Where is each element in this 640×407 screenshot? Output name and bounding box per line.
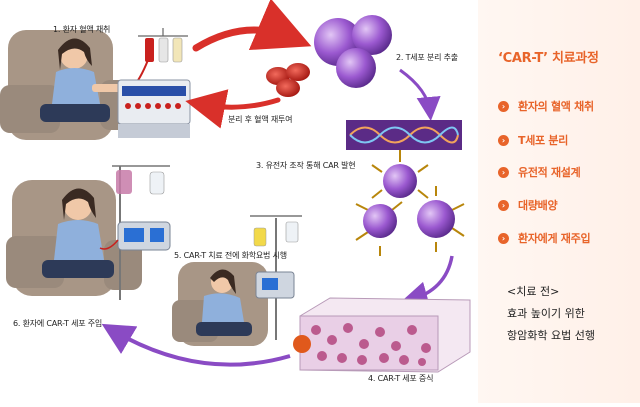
panel-item-label: 대량배양	[518, 199, 558, 212]
panel-item-label: 환자의 혈액 채취	[518, 100, 594, 113]
panel-item-label: T세포 분리	[518, 134, 569, 147]
arrow-to-t-cells	[192, 0, 312, 52]
note-line: 항암화학 요법 선행	[507, 329, 595, 342]
panel-title: ‘CAR-T’ 치료과정	[498, 51, 599, 66]
t-cell-cluster	[314, 15, 392, 88]
info-panel: ‘CAR-T’ 치료과정 › 환자의 혈액 채취 › T세포 분리 › 유전적 …	[478, 0, 640, 403]
chevron-right-icon: ›	[498, 199, 509, 211]
panel-item-t-cell-isolation: › T세포 분리	[498, 132, 568, 148]
arrow-to-expansion	[399, 255, 454, 309]
chevron-right-icon: ›	[498, 166, 509, 178]
step-label-infusion: 6. 환자에 CAR-T 세포 주입	[13, 319, 103, 328]
arrow-to-dna	[399, 68, 441, 121]
patient-blood-draw-illustration	[0, 28, 191, 140]
step-label-car-expression: 3. 유전자 조작 통해 CAR 발현	[256, 161, 356, 170]
step-label-chemotherapy: 5. CAR-T 치료 전에 화학요법 시행	[174, 251, 287, 260]
note-heading: <치료 전>	[507, 285, 560, 298]
chevron-right-icon: ›	[498, 100, 509, 112]
patient-chemotherapy-illustration	[172, 215, 302, 346]
arrow-to-infusion	[101, 323, 291, 367]
panel-item-label: 유전적 재설계	[518, 166, 581, 179]
red-blood-cells	[266, 63, 310, 97]
panel-item-blood-draw: › 환자의 혈액 채취	[498, 98, 594, 114]
chevron-right-icon: ›	[498, 232, 509, 244]
dna-band	[346, 120, 462, 150]
arrow-blood-return	[185, 89, 281, 129]
step-label-blood-draw: 1. 환자 혈액 채취	[53, 25, 111, 34]
panel-item-genetic-redesign: › 유전적 재설계	[498, 164, 581, 180]
patient-infusion-illustration	[6, 165, 171, 300]
chevron-right-icon: ›	[498, 134, 509, 146]
panel-item-reinfusion: › 환자에게 재주입	[498, 230, 591, 246]
note-line: 효과 높이기 위한	[507, 307, 585, 320]
step-label-blood-return: 분리 후 혈액 재투여	[228, 115, 293, 124]
step-label-expansion: 4. CAR-T 세포 증식	[368, 374, 434, 383]
car-t-cells	[355, 150, 465, 256]
panel-item-label: 환자에게 재주입	[518, 232, 591, 245]
panel-item-expansion: › 대량배양	[498, 197, 558, 213]
cell-expansion-box	[293, 297, 471, 373]
step-label-t-cell-isolation: 2. T세포 분리 추출	[396, 53, 458, 62]
